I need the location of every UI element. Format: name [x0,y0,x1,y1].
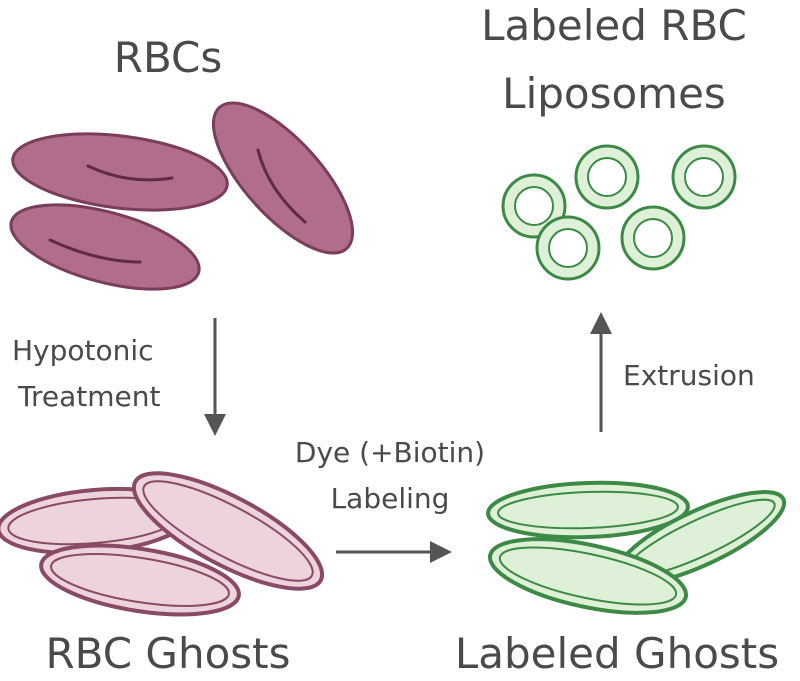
hypotonic-arrow [204,318,226,436]
liposome-cluster [501,144,737,281]
labeled-ghosts-title: Labeled Ghosts [455,629,779,678]
dye-label-line1: Dye (+Biotin) [295,436,485,469]
liposome-3 [671,144,737,210]
liposome-4 [535,215,601,281]
rbc-cluster [9,101,355,291]
liposomes-title-line1: Labeled RBC [481,1,747,50]
extrusion-arrow [590,312,612,432]
rbc-cell-bottom [9,203,201,291]
ghost-cluster [0,471,325,617]
dye-label-line2: Labeling [331,482,450,515]
rbcs-title: RBCs [114,33,222,82]
ghosts-title: RBC Ghosts [45,629,290,678]
liposomes-title-line2: Liposomes [502,69,726,118]
ghost-cell-right [131,471,325,591]
extrusion-label: Extrusion [623,359,755,392]
rbc-cell-right [211,101,355,255]
labeled-ghost-cluster [486,480,787,615]
labeled-ghost-cell-top [486,480,690,540]
dye-labeling-arrow [336,541,452,563]
labeled-ghost-cell-bottom [487,537,689,615]
liposome-5 [620,205,686,271]
rbc-cell-top [11,132,229,212]
hypotonic-label-line2: Treatment [17,380,160,413]
ghost-cell-bottom [39,543,241,617]
hypotonic-label-line1: Hypotonic [12,334,154,367]
liposome-2 [574,144,640,210]
